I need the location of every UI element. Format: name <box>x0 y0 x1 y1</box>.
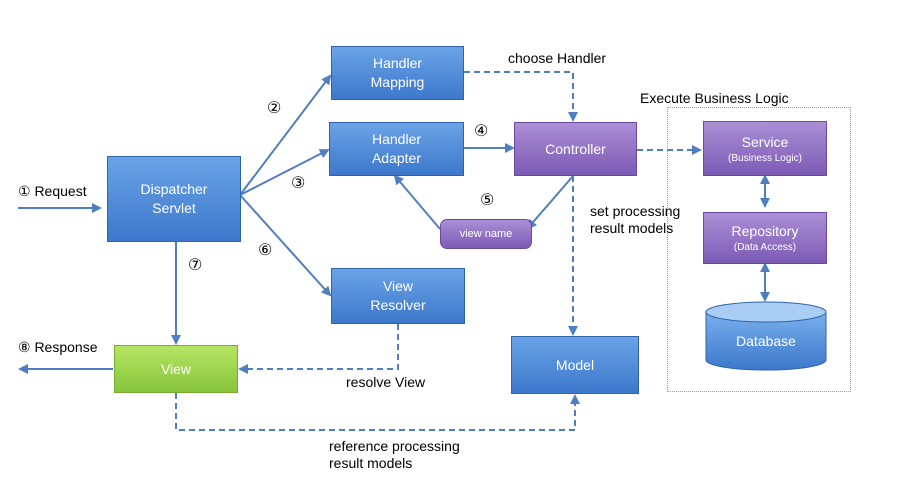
business-logic-region <box>667 107 851 392</box>
set-processing-label: set processing result models <box>590 203 680 237</box>
view-label: View <box>160 360 192 377</box>
controller-label: Controller <box>545 140 606 157</box>
database-label-box: Database <box>706 322 826 360</box>
arrow-reference-model <box>175 393 580 431</box>
view-node: View <box>114 345 238 393</box>
handler-adapter-node: Handler Adapter <box>329 122 464 176</box>
dispatcher-line-1: Dispatcher <box>140 181 208 197</box>
service-node: Service (Business Logic) <box>703 121 827 176</box>
step-6: ⑥ <box>258 242 273 259</box>
view-name-label: view name <box>459 227 513 240</box>
handler-mapping-line-2: Mapping <box>370 74 425 90</box>
view-resolver-node: View Resolver <box>331 268 465 324</box>
step-4: ④ <box>474 123 489 140</box>
set-processing-line-1: set processing <box>590 203 681 219</box>
arrow-controller-to-view-name <box>526 175 574 230</box>
repository-title: Repository <box>731 223 799 239</box>
service-subtitle: (Business Logic) <box>728 152 802 164</box>
database-label: Database <box>736 332 796 349</box>
view-name-node: view name <box>440 219 532 249</box>
reference-processing-label: reference processing result models <box>329 438 460 472</box>
arrow-choose-handler <box>464 71 578 122</box>
repository-subtitle: (Data Access) <box>733 242 797 253</box>
region-label: Execute Business Logic <box>640 90 789 106</box>
arrow-to-handler-adapter <box>239 149 330 196</box>
reference-processing-line-1: reference processing <box>329 438 460 454</box>
model-node: Model <box>511 336 639 394</box>
reference-processing-line-2: result models <box>329 455 413 471</box>
response-label: ⑧ Response <box>18 339 98 355</box>
repository-node: Repository (Data Access) <box>703 212 827 264</box>
dispatcher-servlet-node: Dispatcher Servlet <box>107 156 241 242</box>
controller-node: Controller <box>514 122 637 176</box>
model-label: Model <box>555 356 595 373</box>
arrow-to-view-resolver <box>239 194 332 297</box>
arrow-view-name-to-adapter <box>393 174 441 230</box>
dispatcher-line-2: Servlet <box>152 200 196 216</box>
resolve-view-label: resolve View <box>346 374 426 390</box>
step-5: ⑤ <box>480 192 495 209</box>
handler-adapter-line-2: Adapter <box>371 150 422 166</box>
handler-adapter-line-1: Handler <box>371 131 422 147</box>
view-resolver-line-1: View <box>382 278 414 294</box>
handler-mapping-line-1: Handler <box>372 55 423 71</box>
step-3: ③ <box>291 175 306 192</box>
view-resolver-line-2: Resolver <box>370 297 426 313</box>
set-processing-line-2: result models <box>590 220 674 236</box>
arrow-to-handler-mapping <box>239 74 332 196</box>
choose-handler-label: choose Handler <box>508 50 607 66</box>
service-title: Service <box>741 133 789 150</box>
handler-mapping-node: Handler Mapping <box>331 46 464 100</box>
arrow-resolve-view <box>238 324 399 374</box>
request-label: ① Request <box>18 183 87 199</box>
step-2: ② <box>267 100 282 117</box>
database-cylinder <box>705 301 827 371</box>
step-7: ⑦ <box>188 257 203 274</box>
